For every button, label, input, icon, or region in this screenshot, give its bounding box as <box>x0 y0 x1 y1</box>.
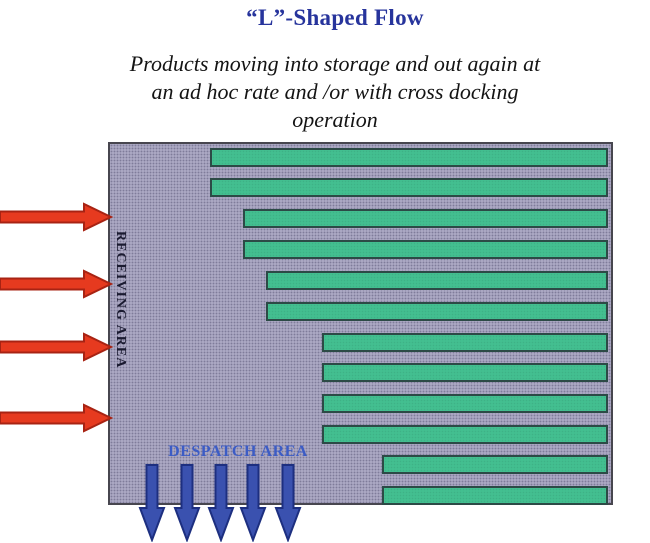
subtitle-line-1: Products moving into storage and out aga… <box>129 51 541 76</box>
inbound-flow-arrow-icon <box>0 332 113 362</box>
storage-rack-bar <box>243 209 608 228</box>
subtitle-line-2: an ad hoc rate and /or with cross dockin… <box>151 79 519 104</box>
storage-rack-bar <box>210 178 608 197</box>
outbound-flow-arrow-icon <box>138 464 166 542</box>
warehouse-floor <box>108 142 613 505</box>
outbound-flow-arrow-icon <box>173 464 201 542</box>
storage-rack-bar <box>322 394 608 413</box>
storage-rack-bar <box>322 425 608 444</box>
storage-rack-bar <box>266 271 608 290</box>
outbound-flow-arrow-icon <box>207 464 235 542</box>
storage-rack-bar <box>382 455 608 474</box>
storage-rack-bar <box>210 148 608 167</box>
inbound-flow-arrow-icon <box>0 403 113 433</box>
outbound-flow-arrow-icon <box>239 464 267 542</box>
diagram-title: “L”-Shaped Flow <box>246 5 424 30</box>
storage-rack-bar <box>382 486 608 505</box>
despatch-area-label: DESPATCH AREA <box>168 443 308 460</box>
diagram-subtitle: Products moving into storage and out aga… <box>15 50 650 134</box>
subtitle-line-3: operation <box>292 107 378 132</box>
storage-rack-bar <box>322 363 608 382</box>
storage-rack-bar <box>322 333 608 352</box>
storage-rack-bar <box>243 240 608 259</box>
inbound-flow-arrow-icon <box>0 202 113 232</box>
outbound-flow-arrow-icon <box>274 464 302 542</box>
storage-rack-bar <box>266 302 608 321</box>
receiving-area-label: RECEIVING AREA <box>113 231 128 369</box>
inbound-flow-arrow-icon <box>0 269 113 299</box>
